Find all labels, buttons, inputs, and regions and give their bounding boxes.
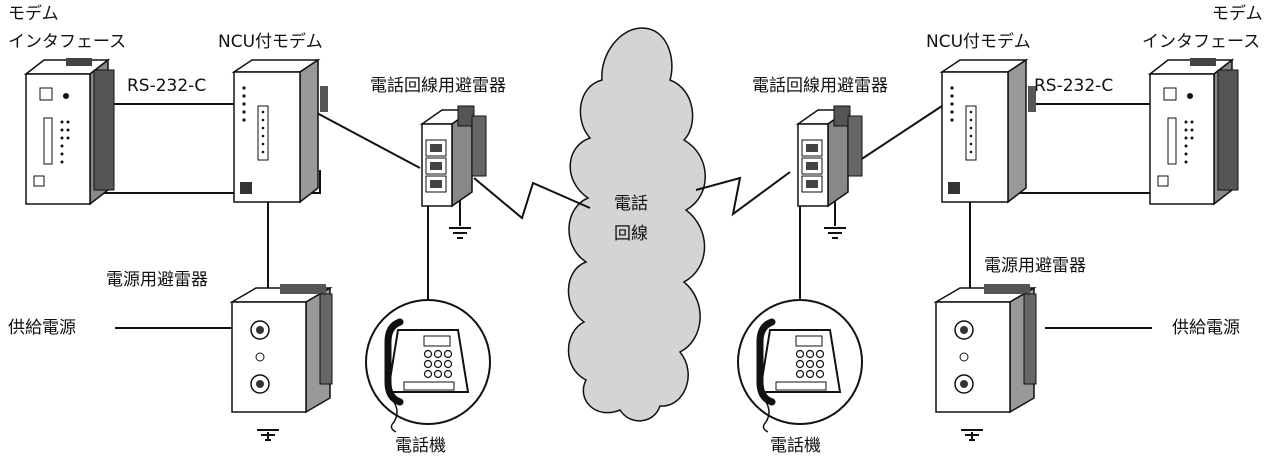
label-modem-interface-left-2: インタフェース (8, 32, 127, 52)
label-rs232c-left: RS-232-C (127, 76, 207, 96)
label-cloud-1: 電話 (614, 194, 648, 214)
label-ncu-modem-left: NCU付モデム (218, 32, 323, 52)
ncu-modem-left (233, 59, 329, 203)
power-arrester-left (231, 283, 333, 413)
label-modem-interface-right-1: モデム (1212, 4, 1263, 24)
label-modem-interface-right-2: インタフェース (1142, 32, 1261, 52)
line-arrester-left (421, 105, 487, 207)
label-power-arrester-left: 電源用避雷器 (106, 270, 208, 290)
ground-symbol (823, 227, 847, 239)
label-supply-power-right: 供給電源 (1172, 318, 1240, 338)
label-line-arrester-right: 電話回線用避雷器 (752, 76, 888, 96)
label-power-arrester-right: 電源用避雷器 (984, 256, 1086, 276)
ground-symbol (448, 227, 472, 239)
ncu-modem-right (941, 59, 1037, 203)
telephone-left (366, 300, 490, 432)
label-telephone-left: 電話機 (395, 436, 446, 456)
label-ncu-modem-right: NCU付モデム (926, 32, 1031, 52)
label-line-arrester-left: 電話回線用避雷器 (370, 76, 506, 96)
telephone-network-cloud (567, 27, 706, 422)
power-arrester-right (935, 283, 1037, 413)
modem-interface-right (1149, 57, 1239, 205)
line-arrester-right (797, 105, 863, 207)
modem-interface-left (25, 57, 115, 205)
label-cloud-2: 回線 (614, 224, 648, 244)
label-rs232c-right: RS-232-C (1034, 76, 1114, 96)
label-supply-power-left: 供給電源 (8, 318, 76, 338)
label-telephone-right: 電話機 (770, 436, 821, 456)
telephone-right (738, 300, 862, 432)
label-modem-interface-left-1: モデム (8, 4, 59, 24)
